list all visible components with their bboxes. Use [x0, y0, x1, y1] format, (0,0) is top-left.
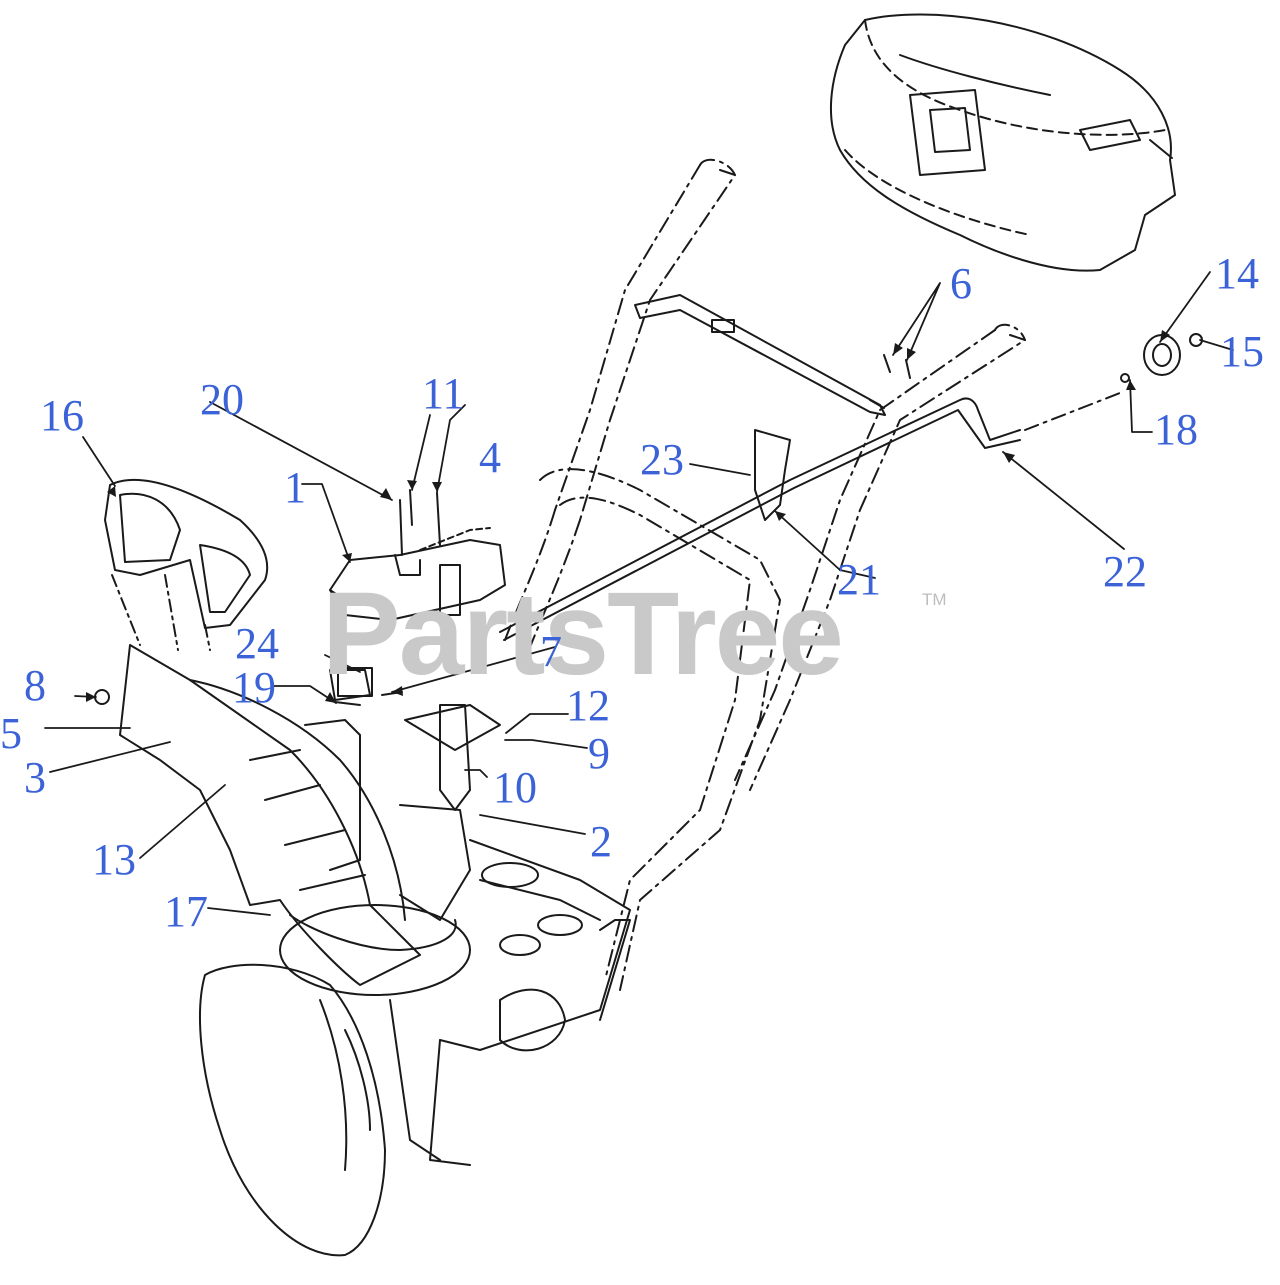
callout-17[interactable]: 17: [164, 887, 208, 936]
engine-cover: [830, 13, 1176, 272]
pin-11: [409, 489, 413, 526]
callout-18[interactable]: 18: [1154, 405, 1198, 454]
callout-6[interactable]: 6: [950, 259, 972, 308]
callout-21[interactable]: 21: [837, 555, 881, 604]
pin-20: [399, 499, 403, 556]
crank-bracket: [754, 429, 791, 521]
trademark-mark: TM: [922, 590, 947, 609]
callout-14[interactable]: 14: [1215, 249, 1259, 298]
handle-frame: [504, 158, 1026, 991]
callout-3[interactable]: 3: [24, 753, 46, 802]
callout-8[interactable]: 8: [24, 661, 46, 710]
crossbar-label: [711, 319, 735, 333]
chute-crank-rod: [499, 392, 1121, 641]
callout-2[interactable]: 2: [590, 817, 612, 866]
callout-15[interactable]: 15: [1220, 327, 1264, 376]
auger-housing: [199, 669, 631, 1257]
callout-1[interactable]: 1: [284, 463, 306, 512]
arrowheads: [86, 330, 1170, 703]
callout-4[interactable]: 4: [479, 433, 501, 482]
bolts: [869, 354, 911, 409]
callout-16[interactable]: 16: [40, 391, 84, 440]
chute-control-housing: [329, 527, 506, 621]
callout-19[interactable]: 19: [232, 663, 276, 712]
deflector-align: [111, 574, 211, 651]
callout-24[interactable]: 24: [235, 619, 279, 668]
part-19: [334, 701, 361, 706]
leader-lines: [44, 271, 1234, 916]
callout-22[interactable]: 22: [1103, 547, 1147, 596]
handle-crossbar: [634, 294, 886, 416]
callout-13[interactable]: 13: [92, 835, 136, 884]
part-8: [94, 689, 110, 705]
pin-4: [436, 492, 441, 546]
chute-deflector: [104, 478, 269, 629]
part-24: [337, 667, 373, 697]
callout-20[interactable]: 20: [200, 375, 244, 424]
callout-11[interactable]: 11: [422, 369, 465, 418]
callout-7[interactable]: 7: [540, 627, 562, 676]
callout-12[interactable]: 12: [566, 681, 610, 730]
discharge-chute: [119, 644, 457, 986]
callout-10[interactable]: 10: [493, 763, 537, 812]
chute-ring: [279, 904, 471, 996]
callout-5[interactable]: 5: [0, 709, 22, 758]
callout-23[interactable]: 23: [640, 435, 684, 484]
watermark: PartsTree: [322, 568, 844, 700]
callout-9[interactable]: 9: [588, 729, 610, 778]
